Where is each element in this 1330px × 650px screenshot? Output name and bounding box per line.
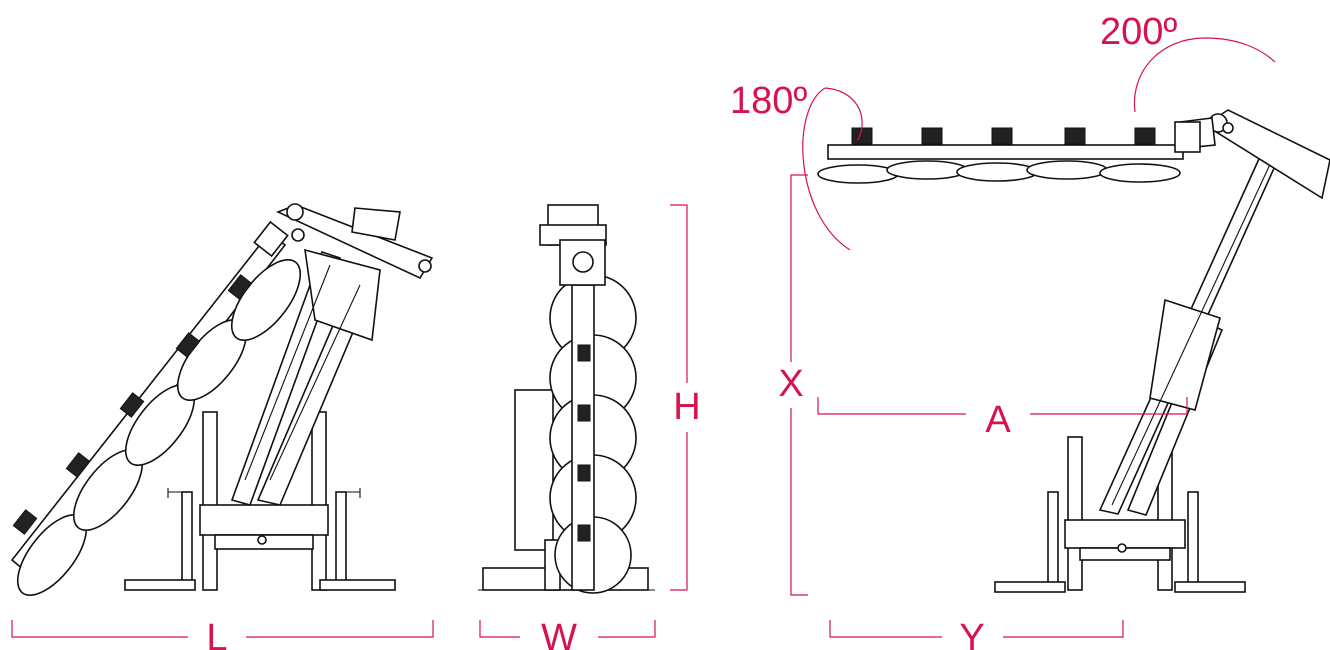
boom-arm-left <box>275 203 434 280</box>
rotation-arc-200 <box>1133 37 1276 113</box>
dimension-line-w <box>479 620 656 638</box>
view-folded-front <box>478 204 655 594</box>
label-a: A <box>985 399 1011 441</box>
dimension-line-l <box>11 620 434 638</box>
base-stand-left <box>124 411 396 591</box>
dimension-line-h <box>670 204 688 591</box>
cutter-bar-angled <box>10 220 302 596</box>
label-rotation-180: 180º <box>730 80 807 122</box>
view-extended-reach <box>817 109 1330 593</box>
dimension-line-x <box>790 174 808 596</box>
dimension-line-y <box>829 620 1124 638</box>
label-h: H <box>673 386 700 428</box>
cutter-bar-horizontal <box>817 121 1201 184</box>
dimension-line-a <box>817 397 1188 415</box>
dimension-labels: L W Y H X A 180º 200º <box>206 11 1177 650</box>
label-w: W <box>541 617 577 650</box>
label-x: X <box>778 363 803 405</box>
dimension-lines <box>11 37 1276 638</box>
view-transport-angled <box>10 203 434 596</box>
mast-left <box>230 248 381 506</box>
mast-right <box>1098 149 1282 516</box>
label-y: Y <box>959 617 984 650</box>
rotation-arc-180 <box>802 87 863 251</box>
base-stand-right <box>994 436 1246 593</box>
label-l: L <box>206 617 227 650</box>
label-rotation-200: 200º <box>1100 11 1177 53</box>
